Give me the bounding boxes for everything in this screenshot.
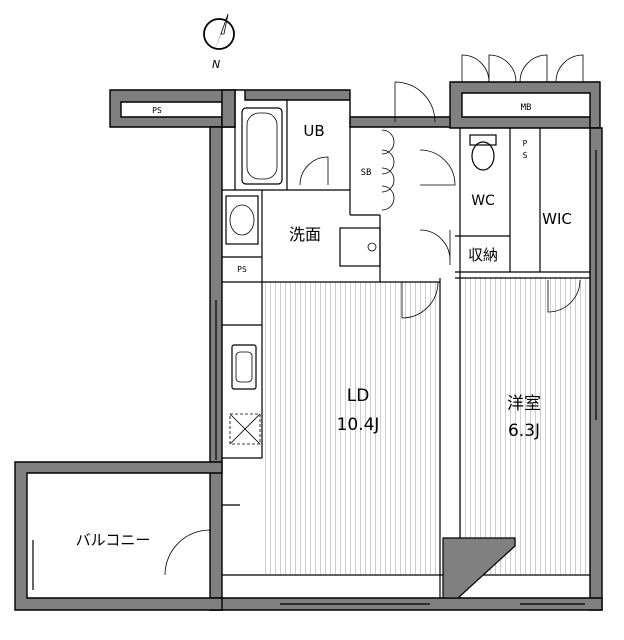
storage-label: 収納 bbox=[468, 246, 498, 264]
exterior-walls bbox=[14, 81, 603, 611]
windows bbox=[32, 150, 597, 605]
ld-floor bbox=[264, 282, 440, 574]
balcony-label: バルコニー bbox=[76, 531, 151, 549]
toilet-icon bbox=[469, 134, 497, 171]
north-label: N bbox=[212, 58, 220, 71]
wc-label: WC bbox=[471, 193, 495, 209]
wic-label: WIC bbox=[542, 210, 572, 228]
bedroom-size: 6.3J bbox=[508, 421, 540, 441]
interior-walls bbox=[222, 100, 590, 598]
bedroom-floor bbox=[460, 278, 590, 574]
washbasin-icon bbox=[225, 195, 259, 245]
ps-wc-s: S bbox=[523, 151, 528, 160]
ub-label: UB bbox=[303, 122, 324, 140]
washroom-label: 洗面 bbox=[289, 225, 321, 244]
ps-wash-label: PS bbox=[237, 265, 247, 274]
ld-name: LD bbox=[347, 386, 370, 406]
bathtub-icon bbox=[241, 107, 283, 185]
ps-wc-p: P bbox=[523, 139, 528, 148]
structural-column bbox=[442, 537, 516, 599]
stove-icon bbox=[229, 413, 261, 445]
door-swings bbox=[164, 54, 584, 576]
mb-label: MB bbox=[521, 103, 532, 113]
washing-machine-pan-icon bbox=[339, 227, 381, 267]
ps-top-label: PS bbox=[152, 106, 162, 115]
kitchen-sink-icon bbox=[231, 344, 257, 390]
sb-label: SB bbox=[361, 168, 372, 178]
north-arrow-icon bbox=[203, 13, 235, 52]
bedroom-name: 洋室 bbox=[507, 394, 541, 414]
ld-size: 10.4J bbox=[337, 415, 380, 435]
